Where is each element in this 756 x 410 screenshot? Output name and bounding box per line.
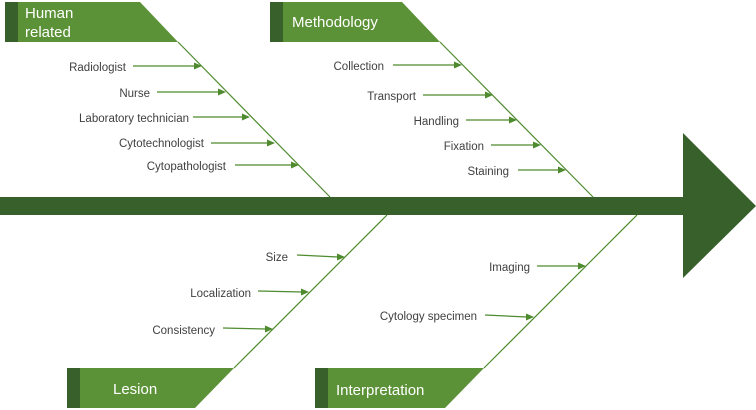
cause-label-laboratory-technician: Laboratory technician: [79, 113, 189, 125]
category-bone: [177, 41, 331, 198]
category-header: [315, 368, 484, 408]
cause-arrowhead: [291, 161, 299, 169]
category-header: [5, 2, 178, 42]
category-title-line1: Human: [25, 5, 73, 22]
cause-label-nurse: Nurse: [119, 88, 150, 100]
cause-arrow: [484, 314, 528, 318]
cause-label-fixation: Fixation: [444, 141, 484, 153]
cause-label-cytology-specimen: Cytology specimen: [380, 311, 477, 323]
cause-arrowhead: [485, 91, 493, 99]
category-methodology: Methodology Collection Transport Handlin…: [270, 2, 594, 198]
category-header-accent: [315, 368, 328, 408]
cause-arrowhead: [578, 262, 586, 270]
cause-label-handling: Handling: [414, 116, 459, 128]
category-interpretation: Interpretation Imaging Cytology specimen: [315, 214, 638, 408]
cause-arrowhead: [218, 88, 226, 96]
category-title: Lesion: [113, 381, 157, 398]
category-title: Methodology: [292, 14, 378, 31]
cause-label-size: Size: [266, 252, 288, 264]
category-bone: [439, 41, 594, 198]
cause-label-imaging: Imaging: [489, 262, 530, 274]
cause-arrowhead: [533, 141, 541, 149]
cause-label-transport: Transport: [367, 91, 417, 103]
cause-arrowhead: [454, 61, 462, 69]
cause-label-cytopathologist: Cytopathologist: [147, 161, 227, 173]
cause-label-radiologist: Radiologist: [69, 62, 127, 74]
category-header-accent: [5, 2, 18, 42]
cause-arrowhead: [526, 313, 534, 321]
cause-arrow: [222, 327, 267, 330]
cause-label-collection: Collection: [334, 61, 385, 73]
category-bone: [483, 214, 638, 369]
cause-arrowhead: [558, 166, 566, 174]
category-header: [67, 368, 234, 408]
category-header-accent: [67, 368, 80, 408]
cause-arrowhead: [267, 139, 275, 147]
cause-arrowhead: [265, 325, 273, 333]
cause-arrowhead: [242, 113, 250, 121]
category-title-line2: related: [25, 24, 71, 41]
cause-arrowhead: [194, 62, 202, 70]
cause-label-cytotechnologist: Cytotechnologist: [119, 138, 205, 150]
spine: [0, 197, 685, 215]
category-header-accent: [270, 2, 283, 42]
cause-arrow: [257, 290, 303, 293]
category-human-related: Human related Radiologist Nurse Laborato…: [5, 2, 331, 198]
category-header: [270, 2, 440, 42]
category-lesion: Lesion Size Localization Consistency: [67, 214, 388, 408]
cause-arrowhead: [301, 288, 309, 296]
cause-label-localization: Localization: [190, 288, 251, 300]
cause-arrowhead: [509, 116, 517, 124]
category-bone: [233, 214, 388, 369]
cause-arrowhead: [337, 253, 345, 261]
cause-label-consistency: Consistency: [152, 325, 215, 337]
spine-head-arrow: [683, 133, 756, 278]
cause-arrow: [296, 254, 339, 258]
cause-label-staining: Staining: [467, 166, 509, 178]
category-title: Interpretation: [336, 382, 424, 399]
